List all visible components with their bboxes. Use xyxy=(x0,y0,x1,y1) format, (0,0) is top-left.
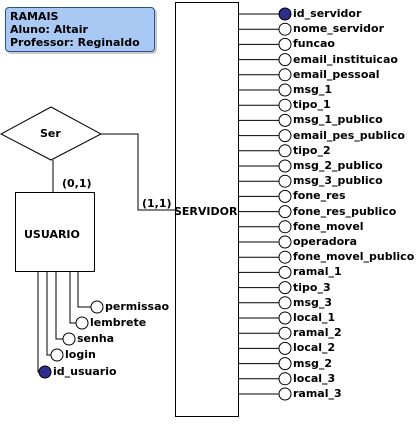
login-attribute-line xyxy=(46,272,51,356)
usuario-cardinality: (0,1) xyxy=(62,177,92,190)
msg-1-publico-attribute-label: msg_1_publico xyxy=(293,113,383,127)
diagram-info-box: RAMAIS Aluno: Altair Professor: Reginald… xyxy=(5,7,155,52)
login-attribute-circle xyxy=(50,348,64,362)
ser-servidor-connector xyxy=(101,133,175,211)
email-pessoal-attribute-circle xyxy=(278,68,292,82)
funcao-attribute-circle xyxy=(278,37,292,51)
email-pes-publico-attribute-label: email_pes_publico xyxy=(293,128,405,142)
id-servidor-attribute-label: id_servidor xyxy=(293,7,362,20)
tipo-2-attribute-label: tipo_2 xyxy=(293,143,331,157)
servidor-entity[interactable] xyxy=(175,2,239,417)
tipo-3-attribute-label: tipo_3 xyxy=(293,280,331,294)
fone-res-publico-attribute-circle xyxy=(278,205,292,219)
ramal-3-attribute-label: ramal_3 xyxy=(293,387,342,400)
fone-movel-attribute-circle xyxy=(278,220,292,234)
local-3-attribute-circle xyxy=(278,372,292,386)
ramal-2-attribute-circle xyxy=(278,326,292,340)
servidor-cardinality: (1,1) xyxy=(142,197,172,210)
login-attribute-label: login xyxy=(65,348,96,361)
tipo-3-attribute-circle xyxy=(278,281,292,295)
lembrete-attribute-line xyxy=(69,272,76,324)
msg-3-attribute-label: msg_3 xyxy=(293,295,333,309)
local-2-attribute-label: local_2 xyxy=(293,341,336,355)
professor-name: Professor: Reginaldo xyxy=(10,36,140,49)
msg-3-publico-attribute-circle xyxy=(278,174,292,188)
fone-movel-publico-attribute-circle xyxy=(278,250,292,264)
ramal-2-attribute-label: ramal_2 xyxy=(293,326,342,340)
ser-relationship-label: Ser xyxy=(40,127,61,140)
operadora-attribute-circle xyxy=(278,235,292,249)
servidor-attribute-connectors xyxy=(239,7,292,401)
usuario-entity-label: USUARIO xyxy=(24,228,80,241)
permissao-attribute-circle xyxy=(90,300,104,314)
fone-res-attribute-label: fone_res xyxy=(293,189,346,203)
msg-3-publico-attribute-label: msg_3_publico xyxy=(293,174,383,188)
email-pes-publico-attribute-circle xyxy=(278,129,292,143)
msg-2-publico-attribute-label: msg_2_publico xyxy=(293,159,383,172)
usuario-entity[interactable] xyxy=(15,192,95,272)
fone-movel-publico-attribute-label: fone_movel_publico xyxy=(293,250,415,264)
operadora-attribute-label: operadora xyxy=(293,235,358,248)
servidor-entity-label: SERVIDOR xyxy=(174,205,238,218)
usuario-attribute-connectors xyxy=(37,272,104,379)
lembrete-attribute-circle xyxy=(75,316,89,330)
nome-servidor-attribute-circle xyxy=(278,22,292,36)
funcao-attribute-label: funcao xyxy=(293,37,335,51)
msg-2-attribute-label: msg_2 xyxy=(293,356,333,370)
diagram-title: RAMAIS xyxy=(10,10,59,23)
student-name: Aluno: Altair xyxy=(10,23,88,36)
local-1-attribute-circle xyxy=(278,311,292,325)
msg-2-publico-attribute-circle xyxy=(278,159,292,173)
msg-3-attribute-circle xyxy=(278,296,292,310)
tipo-2-attribute-circle xyxy=(278,144,292,158)
ramal-3-attribute-circle xyxy=(278,387,292,401)
ramal-1-attribute-label: ramal_1 xyxy=(293,265,342,279)
ramal-1-attribute-circle xyxy=(278,265,292,279)
fone-movel-attribute-label: fone_movel xyxy=(293,219,364,233)
fone-res-attribute-circle xyxy=(278,189,292,203)
id-usuario-attribute-label: id_usuario xyxy=(53,365,117,378)
email-instituicao-attribute-label: email_instituicao xyxy=(293,52,398,66)
id-usuario-attribute-line xyxy=(37,272,39,373)
msg-1-attribute-label: msg_1 xyxy=(293,83,333,96)
local-1-attribute-label: local_1 xyxy=(293,311,336,324)
local-3-attribute-label: local_3 xyxy=(293,371,336,385)
email-pessoal-attribute-label: email_pessoal xyxy=(293,67,380,81)
senha-attribute-label: senha xyxy=(77,332,115,345)
email-instituicao-attribute-circle xyxy=(278,53,292,67)
id-usuario-attribute-circle xyxy=(38,365,52,379)
msg-1-publico-attribute-circle xyxy=(278,113,292,127)
permissao-attribute-line xyxy=(77,272,91,308)
tipo-1-attribute-circle xyxy=(278,98,292,112)
senha-attribute-circle xyxy=(62,332,76,346)
msg-1-attribute-circle xyxy=(278,83,292,97)
local-2-attribute-circle xyxy=(278,341,292,355)
senha-attribute-line xyxy=(55,272,63,340)
tipo-1-attribute-label: tipo_1 xyxy=(293,98,331,112)
nome-servidor-attribute-label: nome_servidor xyxy=(293,22,385,36)
id-servidor-attribute-circle xyxy=(278,7,292,21)
msg-2-attribute-circle xyxy=(278,357,292,371)
ser-relationship-diamond xyxy=(0,106,103,161)
fone-res-publico-attribute-label: fone_res_publico xyxy=(293,204,397,218)
permissao-attribute-label: permissao xyxy=(105,300,170,313)
lembrete-attribute-label: lembrete xyxy=(90,316,147,329)
